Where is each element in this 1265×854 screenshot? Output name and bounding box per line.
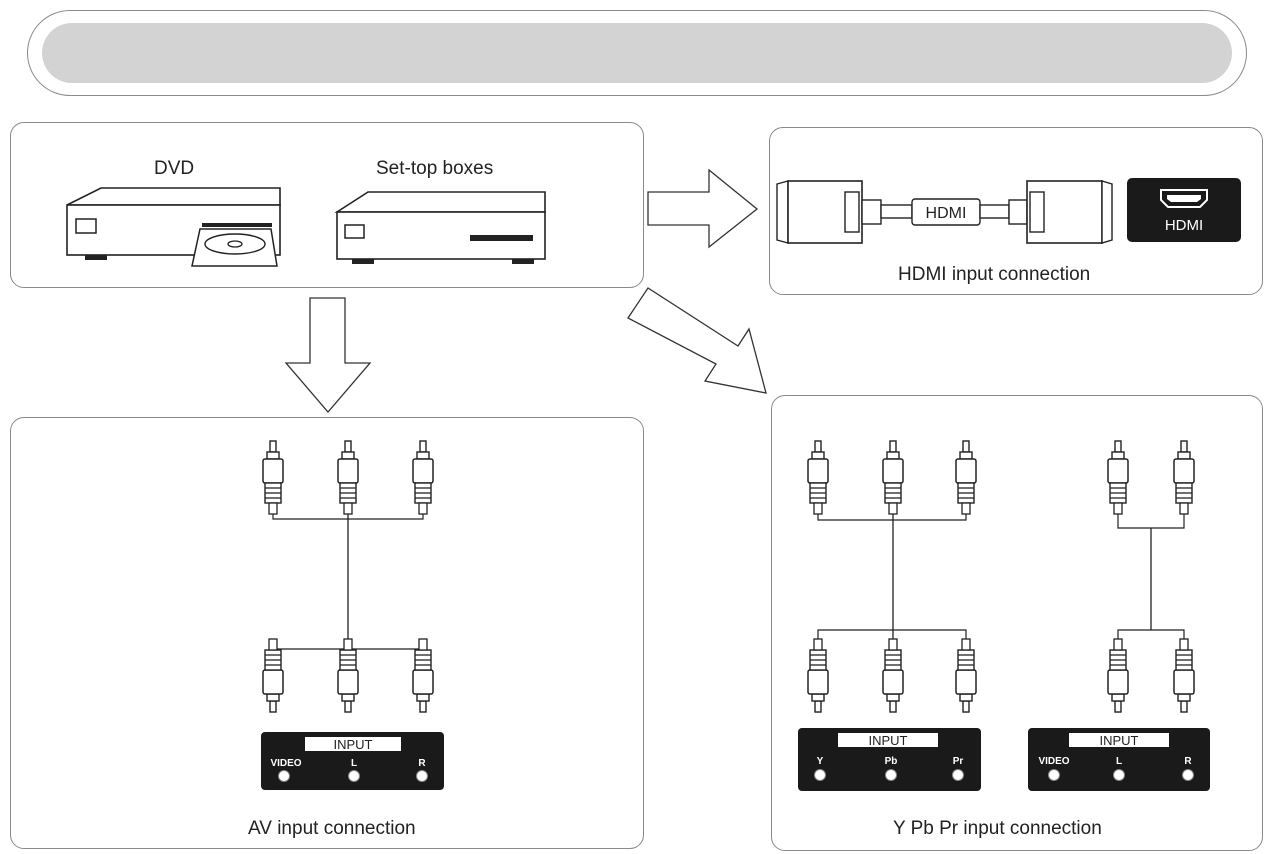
ypbpr-jack-video-label: VIDEO: [1038, 756, 1069, 767]
hdmi-caption: HDMI input connection: [898, 264, 1091, 285]
av-jack-video-label: VIDEO: [270, 758, 301, 769]
ypbpr-audio-cable-icon: [1107, 440, 1195, 712]
ypbpr-video-cable-icon: [807, 440, 977, 712]
hdmi-cable-icon: [776, 180, 1113, 244]
ypbpr-jack-y-label: Y: [817, 756, 824, 767]
ypbpr-video-input-panel-icon: [798, 728, 981, 791]
arrow-right-icon: [647, 168, 759, 249]
header-banner: [27, 10, 1247, 96]
ypbpr-audio-input-title: INPUT: [1100, 733, 1139, 748]
set-top-box-icon: [334, 191, 546, 264]
dvd-label: DVD: [154, 158, 195, 179]
ypbpr-jack-r-label: R: [1184, 756, 1192, 767]
header-bar: [42, 23, 1232, 83]
arrow-down-icon: [284, 297, 372, 413]
hdmi-port-label: HDMI: [1165, 217, 1203, 234]
av-input-title: INPUT: [334, 737, 373, 752]
dvd-player-icon: [66, 187, 281, 267]
ypbpr-jack-l-label: L: [1116, 756, 1122, 767]
ypbpr-jack-pr-label: Pr: [953, 756, 964, 767]
av-caption: AV input connection: [248, 818, 416, 839]
hdmi-port-icon: [1127, 178, 1241, 242]
set-top-box-label: Set-top boxes: [376, 158, 494, 179]
ypbpr-audio-input-panel-icon: [1028, 728, 1210, 791]
av-jack-l-label: L: [351, 758, 357, 769]
arrow-diagonal-icon: [627, 287, 767, 394]
av-input-panel-icon: [261, 732, 444, 790]
hdmi-cable-label: HDMI: [926, 205, 967, 222]
ypbpr-video-input-title: INPUT: [869, 733, 908, 748]
ypbpr-caption: Y Pb Pr input connection: [893, 818, 1102, 839]
av-cable-icon: [262, 440, 434, 712]
ypbpr-jack-pb-label: Pb: [885, 756, 898, 767]
av-jack-r-label: R: [418, 758, 426, 769]
